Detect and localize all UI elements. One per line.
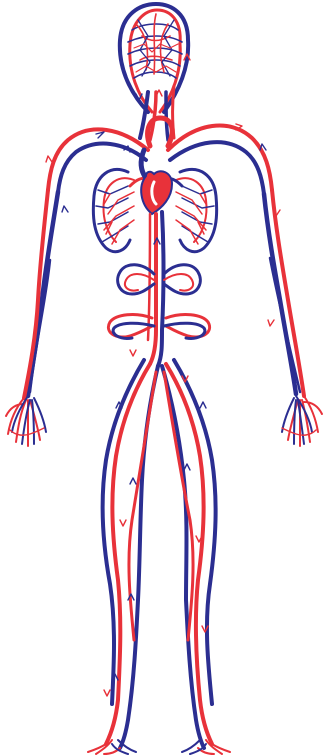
foot-vessels <box>88 740 230 754</box>
leg-vessels <box>103 360 216 748</box>
kidney-vessels <box>118 265 201 294</box>
hand-vessels <box>6 396 322 446</box>
torso-vessels <box>148 212 164 366</box>
pelvis-vessels <box>108 315 209 339</box>
heart-shape <box>141 171 172 214</box>
